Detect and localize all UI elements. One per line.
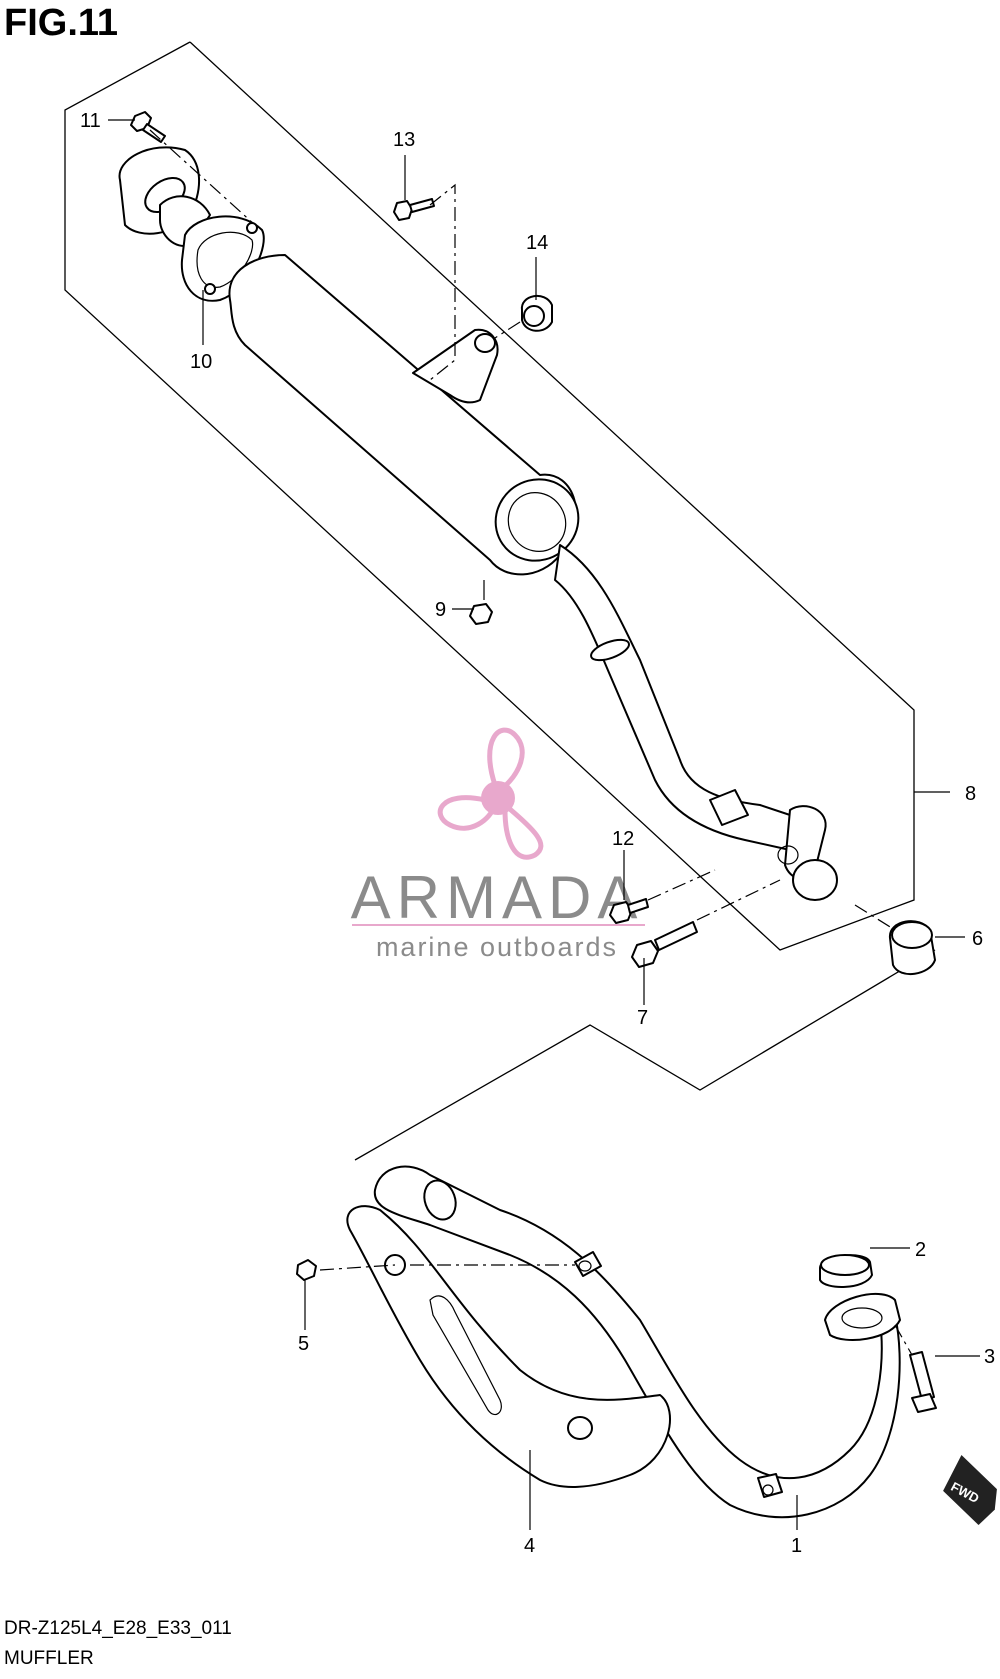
callout-5: 5 xyxy=(298,1333,309,1355)
figure-title: FIG.11 xyxy=(4,2,119,44)
callout-12: 12 xyxy=(612,828,634,850)
callout-11: 11 xyxy=(80,110,101,132)
bolt-part-9 xyxy=(469,580,493,625)
callout-4: 4 xyxy=(524,1535,535,1557)
exhaust-pipe-part-1 xyxy=(373,1165,901,1519)
axis-line-6 xyxy=(854,904,896,931)
watermark-brand: ARMADA xyxy=(351,864,644,931)
bolt-part-11 xyxy=(130,111,166,143)
axis-line-5 xyxy=(319,1264,396,1271)
bolt-part-7 xyxy=(631,921,698,968)
armada-watermark: ARMADA marine outboards xyxy=(351,727,645,962)
callout-6: 6 xyxy=(972,928,983,950)
muffler-inlet-flange xyxy=(118,146,211,247)
callout-9: 9 xyxy=(435,599,446,621)
diagram-name: MUFFLER xyxy=(4,1648,94,1669)
callout-14: 14 xyxy=(526,232,548,254)
callout-13: 13 xyxy=(393,129,415,151)
muffler-assembly-frame xyxy=(64,41,915,951)
callout-2: 2 xyxy=(915,1239,926,1261)
axis-line-7 xyxy=(696,879,781,921)
axis-line-13 xyxy=(429,183,456,381)
axis-line-3 xyxy=(894,1324,913,1356)
exhaust-pipe-frame xyxy=(354,949,936,1161)
callout-7: 7 xyxy=(637,1007,648,1029)
watermark-tagline: marine outboards xyxy=(376,932,618,962)
gasket-part-2 xyxy=(819,1254,873,1288)
cap-part-6 xyxy=(888,920,936,975)
callout-3: 3 xyxy=(984,1346,995,1368)
bolt-part-3 xyxy=(909,1351,937,1413)
forward-arrow-icon: FWD xyxy=(943,1454,997,1526)
grommet-part-14 xyxy=(520,295,553,332)
callout-1: 1 xyxy=(791,1535,802,1557)
diagram-code: DR-Z125L4_E28_E33_011 xyxy=(4,1618,232,1639)
axis-line-12 xyxy=(647,869,716,901)
muffler-body xyxy=(228,254,838,901)
propeller-icon xyxy=(437,727,544,860)
screw-part-5 xyxy=(296,1259,317,1320)
axis-line-14 xyxy=(494,321,521,339)
bolt-part-13 xyxy=(393,198,435,221)
heat-shield-part-4 xyxy=(346,1205,671,1488)
callout-8: 8 xyxy=(965,783,976,805)
bolt-part-12 xyxy=(609,898,649,924)
axis-line-11 xyxy=(149,129,256,226)
callout-10: 10 xyxy=(190,351,212,373)
